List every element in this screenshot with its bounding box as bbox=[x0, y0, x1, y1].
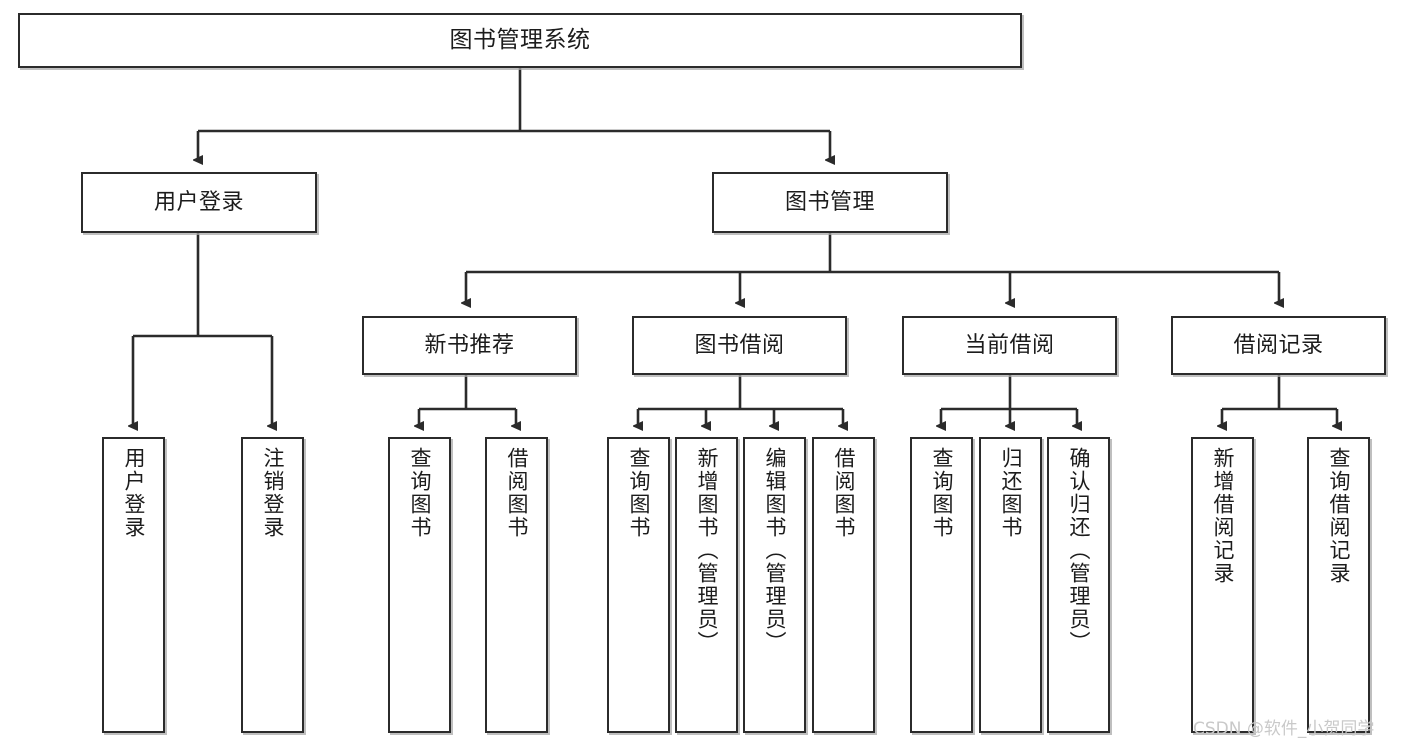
node-label: 确认归还（管理员） bbox=[1067, 447, 1091, 654]
node-new-book-recommend[interactable]: 新书推荐 bbox=[362, 316, 577, 375]
node-book-management[interactable]: 图书管理 bbox=[712, 172, 948, 233]
node-borrow-record[interactable]: 借阅记录 bbox=[1171, 316, 1386, 375]
leaf-add-borrow-record[interactable]: 新增借阅记录 bbox=[1191, 437, 1254, 733]
leaf-edit-book[interactable]: 编辑图书（管理员） bbox=[743, 437, 806, 733]
node-label: 新增借阅记录 bbox=[1211, 447, 1235, 585]
node-current-borrow[interactable]: 当前借阅 bbox=[902, 316, 1117, 375]
leaf-borrow-book[interactable]: 借阅图书 bbox=[812, 437, 875, 733]
node-label: 借阅图书 bbox=[832, 447, 856, 539]
node-label: 查询图书 bbox=[408, 447, 432, 539]
node-label: 新书推荐 bbox=[424, 332, 515, 358]
node-label: 查询图书 bbox=[627, 447, 651, 539]
leaf-logout-login[interactable]: 注销登录 bbox=[241, 437, 304, 733]
node-book-borrow[interactable]: 图书借阅 bbox=[632, 316, 847, 375]
leaf-user-login[interactable]: 用户登录 bbox=[102, 437, 165, 733]
leaf-add-book[interactable]: 新增图书（管理员） bbox=[675, 437, 738, 733]
node-label: 编辑图书（管理员） bbox=[763, 447, 787, 654]
node-label: 查询图书 bbox=[930, 447, 954, 539]
leaf-query-book-recommend[interactable]: 查询图书 bbox=[388, 437, 451, 733]
node-label: 图书借阅 bbox=[694, 332, 785, 358]
node-label: 用户登录 bbox=[153, 189, 244, 215]
node-label: 用户登录 bbox=[122, 447, 146, 539]
node-label: 新增图书（管理员） bbox=[695, 447, 719, 654]
leaf-confirm-return[interactable]: 确认归还（管理员） bbox=[1047, 437, 1110, 733]
leaf-query-book-current[interactable]: 查询图书 bbox=[910, 437, 973, 733]
node-book-management-system[interactable]: 图书管理系统 bbox=[18, 13, 1022, 68]
node-user-login[interactable]: 用户登录 bbox=[81, 172, 317, 233]
csdn-watermark: CSDN @软件_小贺同学 bbox=[1193, 719, 1375, 739]
node-label: 图书管理系统 bbox=[449, 26, 591, 53]
node-label: 图书管理 bbox=[784, 189, 875, 215]
node-label: 归还图书 bbox=[999, 447, 1023, 539]
leaf-return-book[interactable]: 归还图书 bbox=[979, 437, 1042, 733]
node-label: 查询借阅记录 bbox=[1327, 447, 1351, 585]
node-label: 注销登录 bbox=[261, 447, 285, 539]
node-label: 当前借阅 bbox=[964, 332, 1055, 358]
leaf-query-borrow-record[interactable]: 查询借阅记录 bbox=[1307, 437, 1370, 733]
node-label: 借阅记录 bbox=[1233, 332, 1324, 358]
node-label: 借阅图书 bbox=[505, 447, 529, 539]
leaf-query-book-borrow[interactable]: 查询图书 bbox=[607, 437, 670, 733]
leaf-borrow-book-recommend[interactable]: 借阅图书 bbox=[485, 437, 548, 733]
